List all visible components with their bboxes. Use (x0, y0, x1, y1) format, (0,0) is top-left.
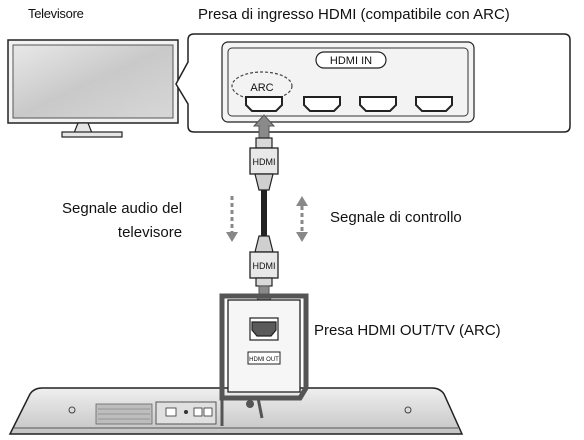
control-signal-arrow-icon (296, 196, 308, 242)
hdmi-out-port-label: HDMI OUT (249, 357, 279, 363)
bottom-plug-label: HDMI (253, 261, 276, 271)
hdmi-out-callout: HDMI OUT (219, 293, 309, 426)
hdmi-in-badge-text: HDMI IN (330, 55, 372, 67)
bottom-plug (249, 251, 279, 279)
audio-signal-label: Segnale audio del televisore (62, 197, 182, 245)
hdmi-in-badge (315, 51, 387, 69)
tv-label: Televisore (28, 6, 84, 21)
audio-signal-line2: televisore (117, 224, 183, 241)
hdmi-port-4 (415, 96, 453, 112)
hdmi-out-port (251, 321, 277, 337)
hdmi-cable: HDMI HDMI (249, 137, 279, 287)
hdmi-in-caption: Presa di ingresso HDMI (compatibile con … (198, 6, 510, 23)
top-plug (249, 147, 279, 175)
control-signal-label: Segnale di controllo (330, 209, 462, 226)
arc-badge-text: ARC (250, 82, 273, 94)
hdmi-in-panel: HDMI IN ARC (175, 33, 571, 133)
hdmi-port-3 (359, 96, 397, 112)
hdmi-port-2 (303, 96, 341, 112)
screw-hole-left (68, 406, 76, 414)
audio-signal-arrow-icon (226, 196, 238, 242)
hdmi-out-caption: Presa HDMI OUT/TV (ARC) (314, 322, 501, 339)
audio-signal-line1: Segnale audio del (62, 200, 183, 217)
hdmi-port-arc (245, 96, 283, 112)
screw-hole-right (404, 406, 412, 414)
soundbar (8, 387, 464, 435)
top-plug-label: HDMI (253, 157, 276, 167)
television-icon (7, 39, 179, 138)
